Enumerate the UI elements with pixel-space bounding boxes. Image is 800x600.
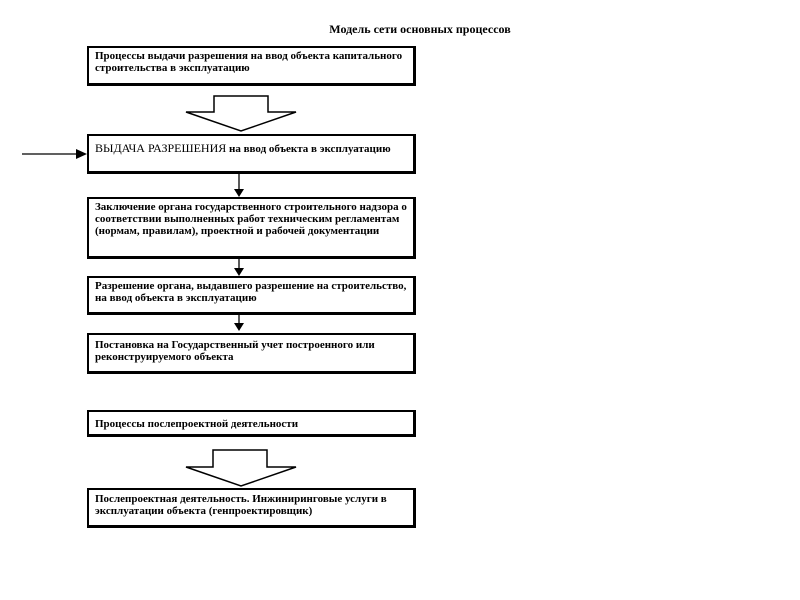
box-permit-processes: Процессы выдачи разрешения на ввод объек… [87,46,416,86]
block-arrow-1 [185,95,297,132]
box-commissioning-permit: Разрешение органа, выдавшего разрешение … [87,276,416,315]
box-permit-issuance: ВЫДАЧА РАЗРЕШЕНИЯ на ввод объекта в эксп… [87,134,416,174]
incoming-arrowhead [76,149,87,159]
arrow-3-4-head [234,268,244,276]
arrow-4-5-head [234,323,244,331]
diagram-title: Модель сети основных процессов [329,22,511,36]
box-state-registration: Постановка на Государственный учет постр… [87,333,416,374]
box-permit-issuance-rest: на ввод объекта в эксплуатацию [226,143,391,155]
box-supervision-conclusion: Заключение органа государственного строи… [87,197,416,259]
box-engineering-services: Послепроектная деятельность. Инжиниринго… [87,488,416,528]
block-arrow-2 [185,449,297,487]
box-permit-issuance-caps: ВЫДАЧА РАЗРЕШЕНИЯ [95,141,227,155]
box-post-design-processes: Процессы послепроектной деятельности [87,410,416,437]
arrow-2-3-head [234,189,244,197]
